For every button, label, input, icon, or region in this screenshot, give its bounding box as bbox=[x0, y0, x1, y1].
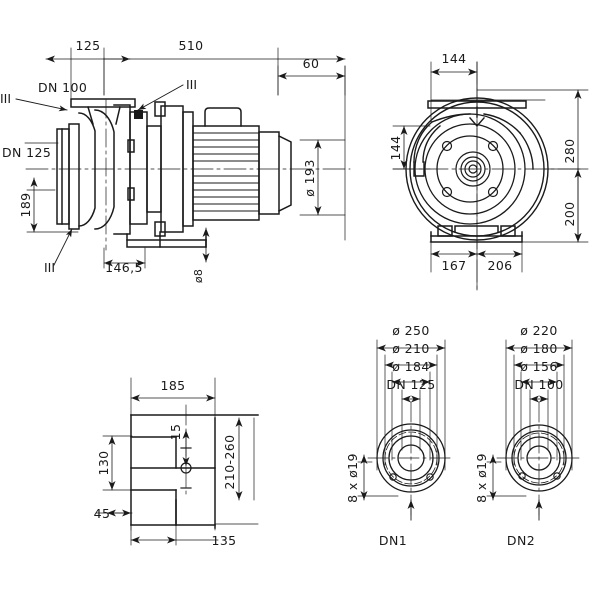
shaft-hub bbox=[455, 151, 491, 187]
front-top-flange bbox=[427, 100, 527, 109]
label-fan-cowl-60: 60 bbox=[303, 56, 320, 71]
side-elevation-view bbox=[15, 47, 351, 269]
label-top-flange-144: 144 bbox=[441, 51, 466, 66]
label-base-left-167: 167 bbox=[441, 258, 466, 273]
plan-base-view bbox=[95, 377, 259, 546]
suction-flange-body bbox=[56, 123, 80, 230]
dn1-label-raised-face: ø 184 bbox=[392, 359, 429, 374]
dim-193 bbox=[299, 139, 346, 216]
label-base-length-185: 185 bbox=[160, 378, 185, 393]
dn1-bolt-circle bbox=[384, 431, 438, 485]
dn1-label-bolt-holes: 8 x ø19 bbox=[345, 453, 360, 503]
dn2-caption: DN2 bbox=[507, 533, 535, 548]
discharge-flange-top bbox=[70, 98, 136, 125]
label-height-189: 189 bbox=[18, 192, 33, 217]
label-edge-offset-45: 45 bbox=[94, 506, 111, 521]
dn2-label-raised-face: ø 156 bbox=[520, 359, 557, 374]
label-axis-height-200: 200 bbox=[562, 201, 577, 226]
motor-cooling-fins bbox=[192, 132, 260, 212]
front-base-feet bbox=[430, 225, 523, 243]
dn2-label-bolt-holes: 8 x ø19 bbox=[474, 453, 489, 503]
label-base-right-206: 206 bbox=[487, 258, 512, 273]
label-overall-height-280: 280 bbox=[562, 138, 577, 163]
volute-spiral bbox=[413, 106, 534, 177]
label-bolt-spacing-130: 130 bbox=[96, 450, 111, 475]
dn2-extension-lines bbox=[486, 339, 573, 497]
flange-bolt-holes bbox=[441, 140, 499, 198]
flange-detail-dn1 bbox=[357, 339, 455, 521]
label-dia-193: ø 193 bbox=[302, 159, 317, 196]
dn2-label-bolt-circle: ø 180 bbox=[520, 341, 557, 356]
dn1-bolt-holes bbox=[389, 473, 434, 481]
dn2-label-od: ø 220 bbox=[520, 323, 557, 338]
section-leaders bbox=[15, 84, 184, 266]
dn2-bolt-circle bbox=[513, 432, 565, 484]
dn1-label-bolt-circle: ø 210 bbox=[392, 341, 429, 356]
side-extension-lines bbox=[24, 47, 346, 269]
label-base-width-135: 135 bbox=[211, 533, 236, 548]
label-foot-thickness-15: 15 bbox=[168, 424, 183, 441]
dn1-circles bbox=[376, 423, 446, 493]
label-dn125: DN 125 bbox=[2, 145, 51, 160]
section-marker-bottom: III bbox=[44, 260, 55, 275]
flange-detail-dn2 bbox=[486, 339, 582, 521]
dn1-label-nominal: DN 125 bbox=[386, 377, 435, 392]
plan-bolt-symbol bbox=[180, 447, 192, 489]
label-overall-length-510: 510 bbox=[178, 38, 203, 53]
dn2-bolt-holes bbox=[518, 472, 561, 480]
label-dn100: DN 100 bbox=[38, 80, 87, 95]
base-rail bbox=[126, 231, 207, 248]
label-height-range-210-260: 210-260 bbox=[222, 434, 237, 489]
label-flange-offset-144: 144 bbox=[388, 135, 403, 160]
label-length-125: 125 bbox=[75, 38, 100, 53]
dn1-caption: DN1 bbox=[379, 533, 407, 548]
motor-fan-cowl bbox=[258, 131, 292, 215]
dn2-circles bbox=[505, 424, 573, 492]
bearing-bracket bbox=[127, 111, 162, 225]
dn1-label-od: ø 250 bbox=[392, 323, 429, 338]
terminal-box bbox=[204, 107, 242, 127]
label-offset-146-5: 146,5 bbox=[105, 260, 143, 275]
label-bolt-o8: ø8 bbox=[192, 269, 205, 283]
front-elevation-view bbox=[392, 61, 589, 291]
pump-casing bbox=[78, 104, 131, 235]
base-plan-outline bbox=[130, 414, 259, 529]
section-marker-top: III bbox=[186, 77, 197, 92]
dn2-label-nominal: DN 100 bbox=[514, 377, 563, 392]
section-marker-left: III bbox=[0, 91, 11, 106]
